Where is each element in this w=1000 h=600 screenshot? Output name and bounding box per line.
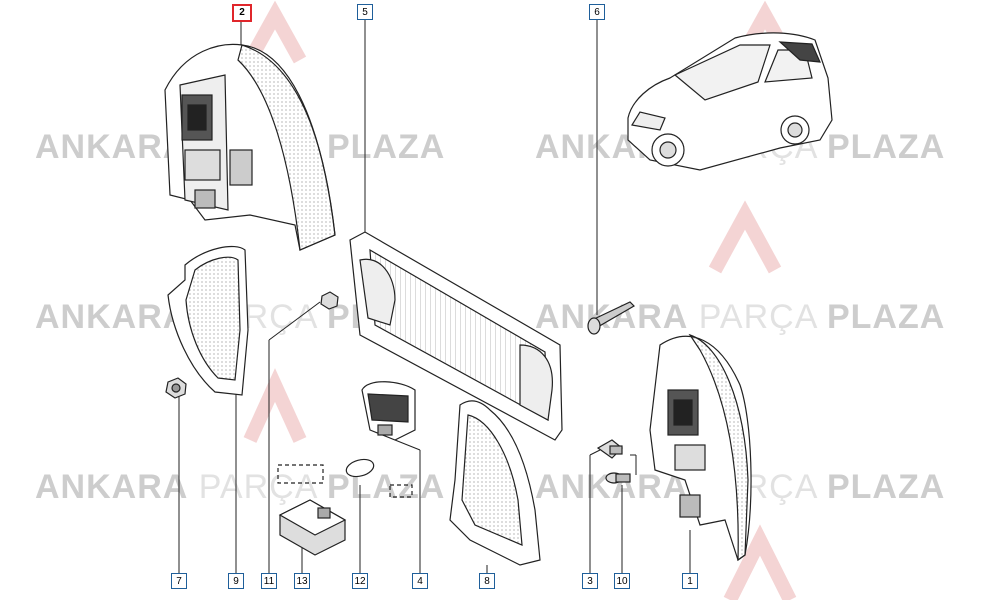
callout-6[interactable]: 6	[589, 4, 605, 20]
watermark-row-3-right: ANKARA PARÇA PLAZA	[535, 468, 946, 506]
callout-8[interactable]: 8	[479, 573, 495, 589]
callout-7[interactable]: 7	[171, 573, 187, 589]
callout-5[interactable]: 5	[357, 4, 373, 20]
part-9-left-gasket	[167, 245, 249, 396]
part-13-connector	[278, 499, 347, 556]
part-6-screw	[587, 301, 635, 335]
callout-2[interactable]: 2	[232, 4, 252, 22]
watermark-row-2-right: ANKARA PARÇA PLAZA	[535, 298, 946, 336]
callout-3[interactable]: 3	[582, 573, 598, 589]
car-illustration	[627, 32, 833, 171]
callout-9[interactable]: 9	[228, 573, 244, 589]
part-3-clip	[596, 439, 623, 459]
callout-13[interactable]: 13	[294, 573, 310, 589]
part-4-number-plate-lamp	[361, 381, 416, 441]
callout-12[interactable]: 12	[352, 573, 368, 589]
callout-1[interactable]: 1	[682, 573, 698, 589]
part-2-left-tail-lamp	[164, 43, 336, 251]
callout-4[interactable]: 4	[412, 573, 428, 589]
part-1-right-tail-lamp	[649, 333, 752, 562]
part-11-clip	[320, 291, 339, 310]
part-10-screw	[605, 472, 631, 484]
part-8-right-gasket	[449, 400, 541, 566]
part-12-bulb	[277, 458, 413, 498]
callout-11[interactable]: 11	[261, 573, 277, 589]
part-7-nut	[165, 377, 187, 399]
watermark-row-3-left: ANKARA PARÇA PLAZA	[35, 468, 446, 506]
callout-10[interactable]: 10	[614, 573, 630, 589]
part-5-rear-panel	[349, 231, 563, 441]
